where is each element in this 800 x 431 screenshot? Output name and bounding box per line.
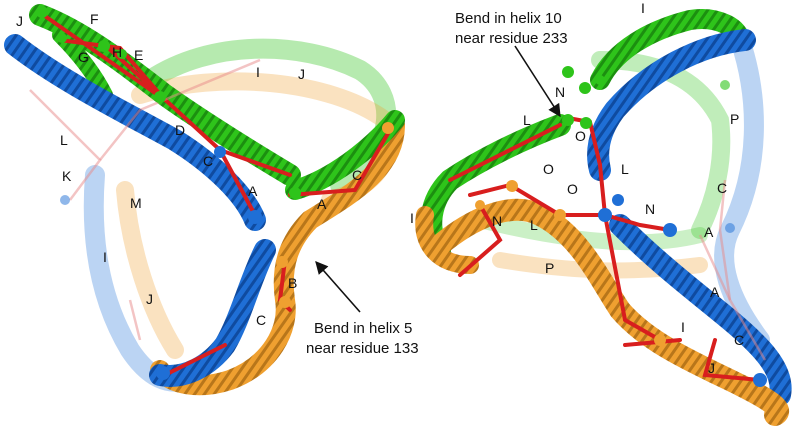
label-left-F: F — [90, 11, 99, 27]
label-left-C2: C — [352, 167, 362, 183]
label-right-J: J — [708, 360, 715, 376]
helix-blue-lower-right — [609, 214, 792, 406]
label-right-C1: C — [717, 180, 727, 196]
label-right-I3: I — [681, 319, 685, 335]
faded-helix-blue-right — [714, 30, 770, 350]
annotation-left-line1: Bend in helix 5 — [314, 320, 412, 337]
annotation-arrow-left — [315, 261, 361, 313]
label-left-M: M — [130, 195, 142, 211]
label-left-I2: I — [103, 249, 107, 265]
label-right-L1: L — [523, 112, 531, 128]
label-left-H: H — [112, 44, 122, 60]
faint-restraint-lines-right — [698, 179, 767, 361]
label-right-N2: N — [492, 213, 502, 229]
right-labels: I N L O O L P O C I N L N A P A I C J — [410, 0, 744, 376]
faint-restraint-lines-left — [29, 58, 261, 341]
label-left-I1: I — [256, 64, 260, 80]
faded-helix-orange-m — [116, 181, 184, 359]
label-right-O1: O — [575, 128, 586, 144]
faded-helix-green-right — [591, 51, 731, 239]
label-right-P2: P — [545, 260, 554, 276]
label-right-A1: A — [704, 224, 714, 240]
left-structure: J F G H E I J L D C K M A C A I J B C Be… — [4, 4, 419, 396]
label-right-C2: C — [734, 332, 744, 348]
label-left-A1: A — [248, 183, 258, 199]
label-right-I1: I — [641, 0, 645, 16]
label-left-G: G — [78, 49, 89, 65]
annotation-left-line2: near residue 133 — [306, 340, 419, 357]
right-structure: I N L O O L P O C I N L N A P A I C J Be… — [410, 0, 792, 426]
label-left-C1: C — [203, 153, 213, 169]
restraint-lines-right — [448, 116, 762, 382]
label-right-N3: N — [645, 201, 655, 217]
label-right-L3: L — [530, 217, 538, 233]
label-left-J3: J — [146, 291, 153, 307]
label-left-L: L — [60, 132, 68, 148]
helix-orange-right — [429, 198, 789, 426]
restraint-lines-left — [40, 12, 392, 377]
label-left-C3: C — [256, 312, 266, 328]
label-right-A2: A — [710, 284, 720, 300]
atom-spheres-left — [36, 6, 394, 380]
label-right-O2: O — [543, 161, 554, 177]
faded-helix-green-p — [472, 212, 708, 251]
label-right-L2: L — [621, 161, 629, 177]
label-left-J2: J — [298, 66, 305, 82]
label-left-E: E — [134, 47, 143, 63]
label-right-I2: I — [410, 210, 414, 226]
helix-green-top-right — [590, 9, 750, 90]
label-right-O3: O — [567, 181, 578, 197]
annotation-right-line2: near residue 233 — [455, 30, 568, 47]
annotation-right-line1: Bend in helix 10 — [455, 10, 562, 27]
atom-spheres-right — [475, 66, 767, 387]
helix-blue-top — [4, 34, 266, 231]
helix-blue-upper-right — [587, 29, 756, 181]
label-left-A2: A — [317, 196, 327, 212]
label-right-N1: N — [555, 84, 565, 100]
label-left-D: D — [175, 122, 185, 138]
label-left-B: B — [288, 275, 297, 291]
label-left-K: K — [62, 168, 72, 184]
label-left-J1: J — [16, 13, 23, 29]
helix-orange-coil-right — [415, 206, 479, 274]
label-right-P1: P — [730, 111, 739, 127]
annotation-arrow-right — [514, 45, 561, 118]
left-labels: J F G H E I J L D C K M A C A I J B C — [16, 11, 362, 328]
